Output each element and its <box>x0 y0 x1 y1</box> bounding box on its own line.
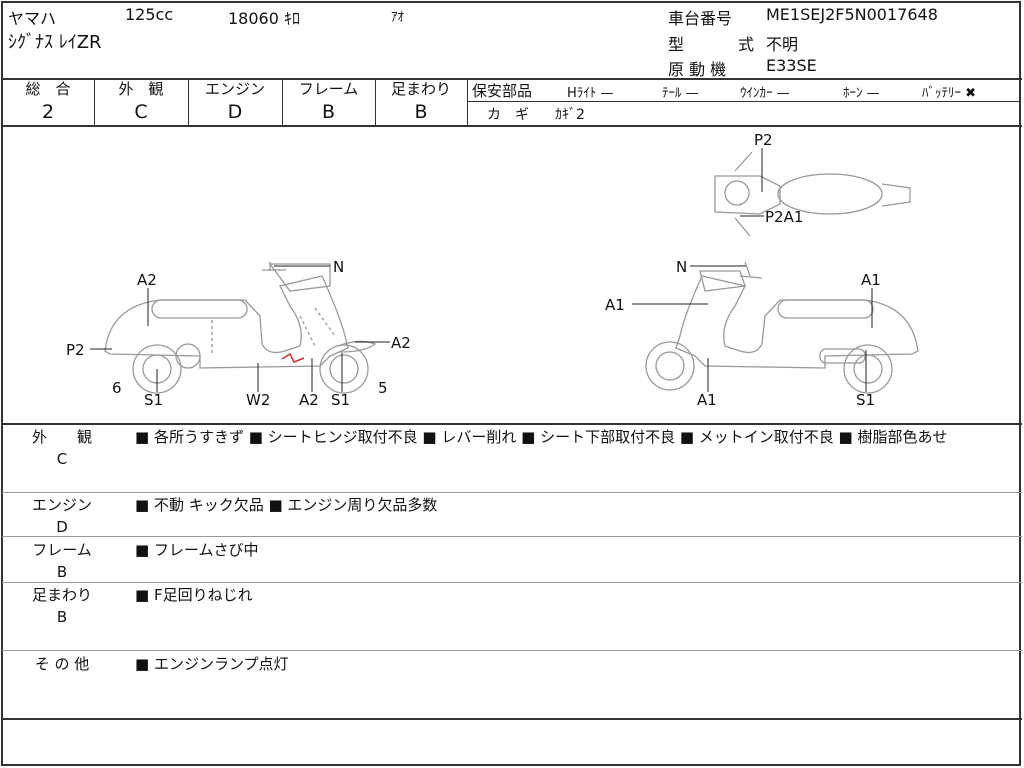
diagram-label: P2A1 <box>765 208 804 226</box>
model-name: ｼｸﾞﾅｽ ﾚｲZR <box>8 32 102 53</box>
damage-mark <box>281 352 305 363</box>
diagram-label: P2 <box>754 131 773 149</box>
displacement: 125cc <box>125 5 174 24</box>
diagram-label: N <box>333 258 345 276</box>
diagram-label: 5 <box>378 379 388 397</box>
safety-headlight: Hﾗｲﾄ — <box>567 86 614 101</box>
diagram-label: P2 <box>66 341 85 359</box>
diagram-label: S1 <box>331 391 351 409</box>
type-label: 型 <box>668 35 685 54</box>
safety-battery: ﾊﾞｯﾃﾘｰ ✖ <box>922 86 977 101</box>
safety-winker: ｳｲﾝｶｰ — <box>740 86 790 101</box>
diagram-label: A2 <box>137 271 157 289</box>
section-other-text: ■ エンジンランプ点灯 <box>135 655 289 673</box>
mileage: 18060 ｷﾛ <box>228 9 300 28</box>
diagram-label: A1 <box>605 296 625 314</box>
key-label: カ ギ <box>487 107 529 123</box>
diagram-label: A2 <box>299 391 319 409</box>
diagram-label: S1 <box>144 391 164 409</box>
diagram-label: S1 <box>856 391 876 409</box>
diagram-label: N <box>676 258 688 276</box>
scooter-right-side <box>645 261 919 394</box>
section-other-label: そ の 他 <box>34 655 90 673</box>
color: ｱｵ <box>391 10 404 25</box>
diagram-label: A2 <box>391 334 411 352</box>
diagram-label: W2 <box>246 391 271 409</box>
maker: ヤマハ <box>8 9 57 28</box>
scooter-diagram <box>90 148 919 394</box>
section-frame-text: ■ フレームさび中 <box>135 541 259 559</box>
safety-parts-label: 保安部品 <box>472 82 533 100</box>
chassis-label: 車台番号 <box>668 9 733 28</box>
section-exterior-text: ■ 各所うすきず ■ シートヒンジ取付不良 ■ レバー削れ ■ シート下部取付不… <box>135 428 948 446</box>
engine-label: 原 動 機 <box>668 60 727 79</box>
divider <box>2 125 1022 127</box>
diagram-label: A1 <box>861 271 881 289</box>
type-label-2: 式 <box>738 35 755 54</box>
divider <box>2 78 1022 80</box>
section-suspension-text: ■ F足回りねじれ <box>135 586 253 604</box>
type-value: 不明 <box>766 35 799 54</box>
scooter-top-view <box>714 151 911 237</box>
diagram-label: A1 <box>697 391 717 409</box>
diagram-label: 6 <box>112 379 122 397</box>
safety-horn: ﾎｰﾝ — <box>843 86 880 101</box>
engine-model: E33SE <box>766 56 817 75</box>
key-value: ｶｷﾞ2 <box>555 107 585 123</box>
chassis-number: ME1SEJ2F5N0017648 <box>766 5 938 24</box>
scooter-left-side <box>104 262 377 394</box>
section-engine-text: ■ 不動 キック欠品 ■ エンジン周り欠品多数 <box>135 496 438 514</box>
safety-tail: ﾃｰﾙ — <box>662 86 699 101</box>
